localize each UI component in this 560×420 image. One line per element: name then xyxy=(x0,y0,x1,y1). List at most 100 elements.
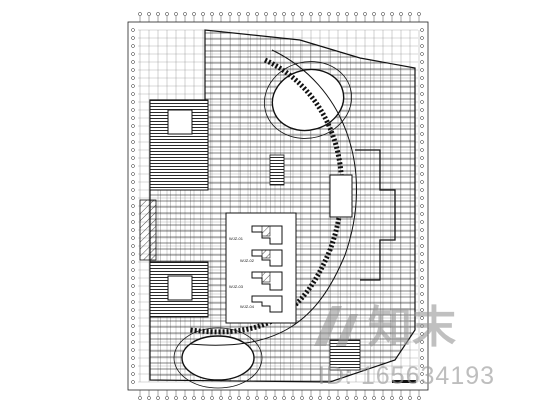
axis-bubble xyxy=(420,68,424,72)
axis-bubble xyxy=(309,396,313,400)
axis-bubble xyxy=(131,108,135,112)
axis-bubble xyxy=(420,196,424,200)
axis-bubble xyxy=(420,364,424,368)
detail-label: WJZ-04 xyxy=(240,304,255,309)
logo-mark-icon xyxy=(314,306,358,346)
axis-bubble xyxy=(131,260,135,264)
facade-steps xyxy=(355,149,396,281)
axis-bubble xyxy=(420,156,424,160)
watermark-logo: 知末 xyxy=(314,302,456,352)
axis-bubble xyxy=(131,68,135,72)
axis-bubble xyxy=(420,60,424,64)
core-block xyxy=(329,174,353,218)
axis-bubble xyxy=(255,12,259,16)
axis-bubble xyxy=(390,12,394,16)
axis-bubble xyxy=(354,396,358,400)
axis-bubble xyxy=(131,196,135,200)
axis-bubble xyxy=(228,396,232,400)
axis-bubble xyxy=(183,12,187,16)
detail-label: WJZ-02 xyxy=(240,258,255,263)
axis-bubble xyxy=(165,12,169,16)
axis-bubble xyxy=(420,124,424,128)
axis-bubble xyxy=(420,28,424,32)
axis-bubble xyxy=(201,396,205,400)
column-detail-lower xyxy=(251,271,283,313)
axis-bubble xyxy=(420,204,424,208)
axis-bubble xyxy=(420,84,424,88)
detail-label: WJZ-01 xyxy=(229,236,244,241)
axis-bubble xyxy=(246,12,250,16)
axis-ticks-top xyxy=(138,12,421,22)
axis-bubble xyxy=(156,12,160,16)
axis-bubble xyxy=(131,284,135,288)
axis-bubble xyxy=(420,308,424,312)
axis-ticks-right xyxy=(420,28,424,384)
axis-ticks-bottom xyxy=(138,390,421,400)
axis-bubble xyxy=(201,12,205,16)
drawing-frame xyxy=(127,21,429,391)
axis-bubble xyxy=(417,396,421,400)
axis-bubble xyxy=(131,84,135,88)
axis-bubble xyxy=(420,284,424,288)
axis-bubble xyxy=(131,380,135,384)
watermark-logo-text: 知末 xyxy=(368,302,456,352)
axis-bubble xyxy=(420,356,424,360)
axis-bubble xyxy=(420,180,424,184)
axis-bubble xyxy=(420,108,424,112)
axis-bubble xyxy=(420,340,424,344)
detail-callout-box xyxy=(225,212,297,324)
axis-bubble xyxy=(282,12,286,16)
axis-bubble xyxy=(131,372,135,376)
axis-bubble xyxy=(131,308,135,312)
axis-bubble xyxy=(420,36,424,40)
axis-bubble xyxy=(417,12,421,16)
axis-bubble xyxy=(131,340,135,344)
axis-bubble xyxy=(131,276,135,280)
axis-bubble xyxy=(131,268,135,272)
axis-bubble xyxy=(131,100,135,104)
axis-bubble xyxy=(131,220,135,224)
watermark-id: ID: 165634193 xyxy=(318,362,496,390)
axis-bubble xyxy=(327,12,331,16)
axis-bubble xyxy=(291,396,295,400)
axis-bubble xyxy=(147,396,151,400)
axis-bubble xyxy=(420,276,424,280)
axis-bubble xyxy=(131,140,135,144)
axis-bubble xyxy=(210,396,214,400)
axis-bubble xyxy=(273,12,277,16)
axis-bubble xyxy=(372,12,376,16)
axis-bubble xyxy=(131,244,135,248)
axis-bubble xyxy=(237,396,241,400)
axis-bubble xyxy=(131,188,135,192)
axis-bubble xyxy=(192,396,196,400)
axis-bubble xyxy=(228,12,232,16)
axis-bubble xyxy=(327,396,331,400)
axis-bubble xyxy=(420,220,424,224)
axis-bubble xyxy=(363,396,367,400)
axis-bubble xyxy=(131,252,135,256)
axis-bubble xyxy=(390,396,394,400)
axis-bubble xyxy=(131,180,135,184)
stair-block xyxy=(167,275,193,301)
axis-bubble xyxy=(273,396,277,400)
axis-bubble xyxy=(131,28,135,32)
axis-bubble xyxy=(336,396,340,400)
axis-bubble xyxy=(420,252,424,256)
axis-bubble xyxy=(131,76,135,80)
axis-bubble xyxy=(420,228,424,232)
axis-bubble xyxy=(420,44,424,48)
axis-bubble xyxy=(420,188,424,192)
axis-bubble xyxy=(131,36,135,40)
axis-bubble xyxy=(131,60,135,64)
axis-bubble xyxy=(264,396,268,400)
axis-bubble xyxy=(131,356,135,360)
axis-bubble xyxy=(300,12,304,16)
axis-bubble xyxy=(131,116,135,120)
axis-bubble xyxy=(131,172,135,176)
axis-bubble xyxy=(264,12,268,16)
axis-bubble xyxy=(156,396,160,400)
axis-bubble xyxy=(192,12,196,16)
curved-beam-band xyxy=(189,57,345,335)
axis-bubble xyxy=(420,332,424,336)
